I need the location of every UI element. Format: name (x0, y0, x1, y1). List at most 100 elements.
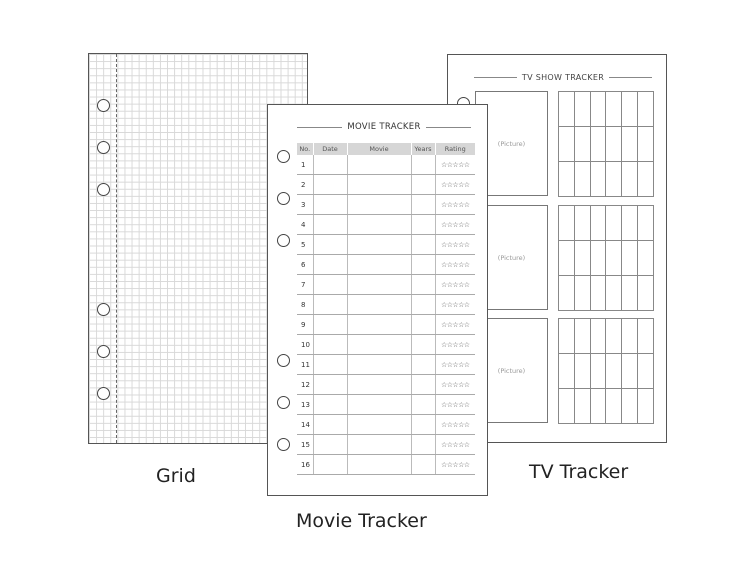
date-cell (312, 414, 347, 435)
rating-stars: ☆☆☆☆☆ (434, 394, 475, 415)
movie-tracker-sheet: MOVIE TRACKER No. Date Movie Years Ratin… (267, 104, 488, 496)
movie-cell (346, 194, 411, 215)
rating-stars: ☆☆☆☆☆ (434, 374, 475, 395)
rating-stars: ☆☆☆☆☆ (434, 314, 475, 335)
column-header-years: Years (410, 143, 435, 155)
binder-hole (97, 99, 110, 112)
table-row: 13☆☆☆☆☆ (297, 394, 475, 415)
row-number: 8 (297, 294, 313, 315)
movie-cell (346, 254, 411, 275)
table-row: 11 ☆☆☆☆☆ (297, 354, 475, 375)
tv-tracker-title: TV SHOW TRACKER (474, 70, 652, 84)
movie-cell (346, 374, 411, 395)
date-cell (312, 314, 347, 335)
table-row: 2 ☆☆☆☆☆ (297, 174, 475, 195)
date-cell (312, 374, 347, 395)
date-cell (312, 354, 347, 375)
row-number: 14 (297, 414, 313, 435)
years-cell (410, 254, 435, 275)
date-cell (312, 174, 347, 195)
binder-hole (277, 234, 290, 247)
movie-cell (346, 334, 411, 355)
date-cell (312, 234, 347, 255)
table-row: 6 ☆☆☆☆☆ (297, 254, 475, 275)
row-number: 12 (297, 374, 313, 395)
column-header-no: No. (297, 143, 313, 155)
movie-cell (346, 434, 411, 455)
binder-hole (277, 438, 290, 451)
binder-hole (277, 396, 290, 409)
years-cell (410, 434, 435, 455)
table-row: 9☆☆☆☆☆ (297, 314, 475, 335)
rating-stars: ☆☆☆☆☆ (434, 294, 475, 315)
years-cell (410, 354, 435, 375)
rating-stars: ☆☆☆☆☆ (434, 174, 475, 195)
movie-cell (346, 234, 411, 255)
row-number: 6 (297, 254, 313, 275)
episode-grid (558, 318, 654, 424)
row-number: 11 (297, 354, 313, 375)
date-cell (312, 274, 347, 295)
table-row: 8 ☆☆☆☆☆ (297, 294, 475, 315)
table-row: 4 ☆☆☆☆☆ (297, 214, 475, 235)
rating-stars: ☆☆☆☆☆ (434, 234, 475, 255)
table-row: 5 ☆☆☆☆☆ (297, 234, 475, 255)
years-cell (410, 294, 435, 315)
years-cell (410, 314, 435, 335)
movie-table: No. Date Movie Years Rating 1 ☆☆☆☆☆ 2 ☆☆☆☆☆… (297, 143, 475, 475)
movie-cell (346, 274, 411, 295)
tv-tracker-caption: TV Tracker (529, 461, 629, 483)
date-cell (312, 214, 347, 235)
row-number: 2 (297, 174, 313, 195)
movie-tracker-title: MOVIE TRACKER (297, 120, 471, 134)
table-row: 7 ☆☆☆☆☆ (297, 274, 475, 295)
rating-stars: ☆☆☆☆☆ (434, 274, 475, 295)
binder-hole (97, 345, 110, 358)
movie-cell (346, 394, 411, 415)
date-cell (312, 434, 347, 455)
grid-caption: Grid (156, 465, 196, 487)
rating-stars: ☆☆☆☆☆ (434, 354, 475, 375)
years-cell (410, 214, 435, 235)
years-cell (410, 194, 435, 215)
column-header-date: Date (312, 143, 347, 155)
rating-stars: ☆☆☆☆☆ (434, 214, 475, 235)
row-number: 7 (297, 274, 313, 295)
rating-stars: ☆☆☆☆☆ (434, 194, 475, 215)
years-cell (410, 334, 435, 355)
binder-hole (97, 183, 110, 196)
table-row: 1 ☆☆☆☆☆ (297, 155, 475, 175)
movie-cell (346, 354, 411, 375)
date-cell (312, 394, 347, 415)
row-number: 1 (297, 155, 313, 175)
years-cell (410, 454, 435, 475)
column-header-rating: Rating (434, 143, 475, 155)
row-number: 15 (297, 434, 313, 455)
column-header-movie: Movie (346, 143, 411, 155)
rating-stars: ☆☆☆☆☆ (434, 155, 475, 175)
table-row: 14☆☆☆☆☆ (297, 414, 475, 435)
date-cell (312, 155, 347, 175)
rating-stars: ☆☆☆☆☆ (434, 454, 475, 475)
movie-cell (346, 174, 411, 195)
table-row: 15 ☆☆☆☆☆ (297, 434, 475, 455)
rating-stars: ☆☆☆☆☆ (434, 334, 475, 355)
row-number: 3 (297, 194, 313, 215)
rating-stars: ☆☆☆☆☆ (434, 254, 475, 275)
binder-hole (97, 141, 110, 154)
movie-cell (346, 155, 411, 175)
binder-hole (97, 303, 110, 316)
episode-grid (558, 205, 654, 311)
years-cell (410, 414, 435, 435)
margin-dashed-line (116, 54, 117, 443)
years-cell (410, 274, 435, 295)
years-cell (410, 374, 435, 395)
movie-cell (346, 414, 411, 435)
movie-cell (346, 294, 411, 315)
rating-stars: ☆☆☆☆☆ (434, 434, 475, 455)
row-number: 4 (297, 214, 313, 235)
movie-cell (346, 454, 411, 475)
row-number: 5 (297, 234, 313, 255)
binder-hole (277, 354, 290, 367)
movie-cell (346, 314, 411, 335)
